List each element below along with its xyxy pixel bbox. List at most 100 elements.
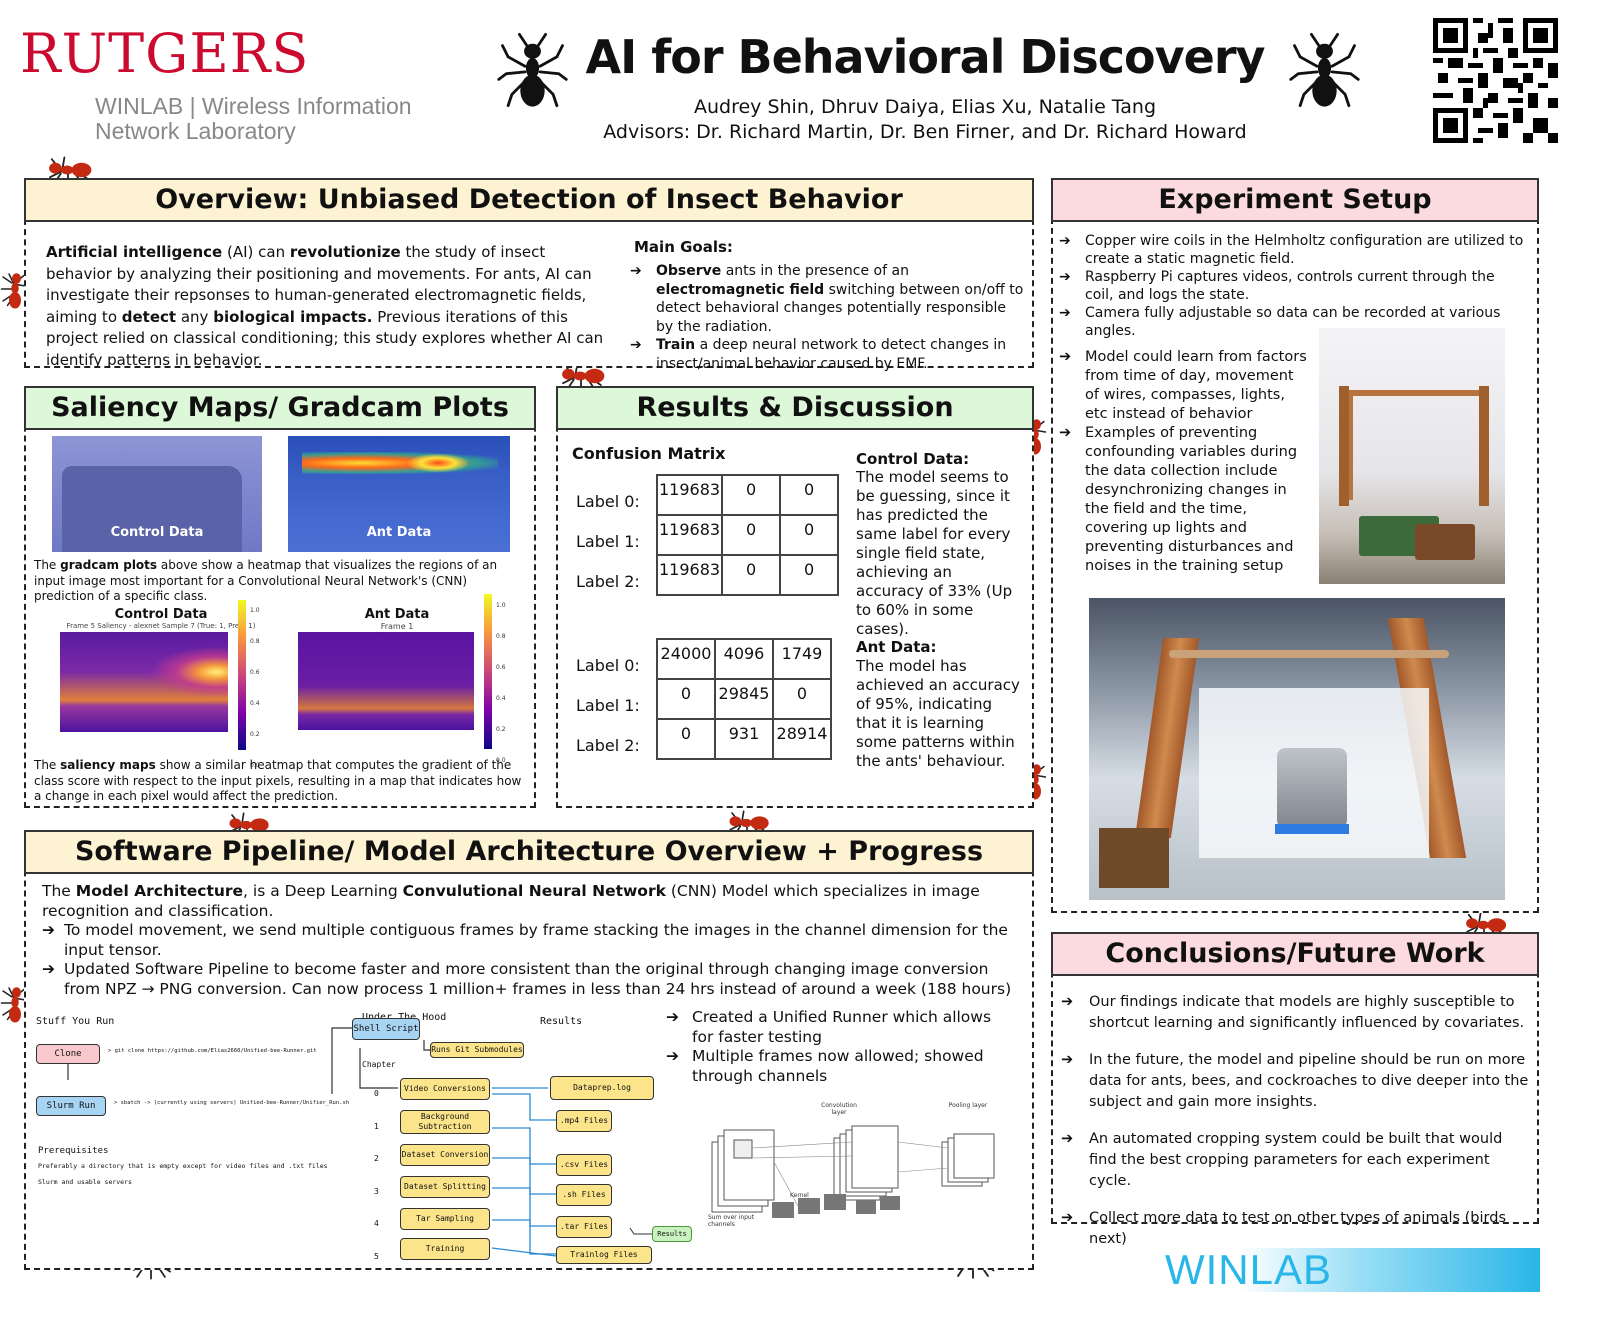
diagram-col-results: Results (540, 1016, 583, 1027)
ant-icon (497, 32, 568, 109)
gradcam-control-image: Control Data (52, 436, 262, 552)
results-panel: Results & Discussion Confusion Matrix La… (556, 386, 1034, 808)
goal-item: Observe ants in the presence of an elect… (630, 262, 1026, 336)
setup-bullet: Raspberry Pi captures videos, controls c… (1059, 268, 1527, 304)
goal-item: Train a deep neural network to detect ch… (630, 336, 1026, 373)
pipeline-diagram: Stuff You Run Under The Hood Results Clo… (30, 1008, 692, 1268)
authors: Audrey Shin, Dhruv Daiya, Elias Xu, Nata… (693, 96, 1157, 118)
pipeline-heading: Software Pipeline/ Model Architecture Ov… (24, 830, 1034, 874)
clone-command: > git clone https://github.com/Elias2660… (108, 1048, 317, 1054)
cnn-kernel-label: Kernel (790, 1192, 809, 1199)
saliency-panel: Saliency Maps/ Gradcam Plots Control Dat… (24, 386, 536, 808)
pipeline-panel: Software Pipeline/ Model Architecture Ov… (24, 830, 1034, 1270)
conclusion-item: An automated cropping system could be bu… (1061, 1129, 1531, 1192)
row-label: Label 1: (576, 532, 640, 551)
setup-bullets-2: Model could learn from factors from time… (1059, 348, 1309, 576)
setup-bullet: Copper wire coils in the Helmholtz confi… (1059, 232, 1527, 268)
control-data-text: The model seems to be guessing, since it… (856, 468, 1013, 638)
output-node: .sh Files (556, 1184, 612, 1206)
ant-data-title: Ant Data: (856, 638, 937, 656)
chapter-label: Chapter (362, 1060, 396, 1069)
lab-name-line1: WINLAB | Wireless Information (95, 93, 412, 119)
colorbar (238, 600, 246, 750)
setup-panel: Experiment Setup Copper wire coils in th… (1051, 178, 1539, 913)
step-node: Background Subtraction (400, 1110, 490, 1134)
poster-title: AI for Behavioral Discovery (585, 30, 1265, 84)
rutgers-logo: RUTGERS (20, 22, 310, 85)
gradcam-caption: The gradcam plots above show a heatmap t… (34, 558, 498, 603)
shell-script-node: Shell Script (352, 1018, 420, 1040)
output-node: Trainlog Files (556, 1246, 652, 1264)
winlab-logo: WINLAB (1165, 1248, 1540, 1292)
pipeline-text: The Model Architecture, is a Deep Learni… (42, 882, 1017, 999)
setup-heading: Experiment Setup (1051, 178, 1539, 222)
qr-code[interactable] (1433, 18, 1558, 143)
saliency-plot-ant (298, 632, 474, 730)
clone-node: Clone (36, 1044, 100, 1064)
pipeline-bullet: Updated Software Pipeline to become fast… (42, 960, 1017, 999)
conclusions-heading: Conclusions/Future Work (1051, 932, 1539, 976)
pipeline-bullet: Multiple frames now allowed; showed thro… (666, 1047, 1016, 1086)
step-node: Training (400, 1238, 490, 1260)
cnn-diagram (711, 1125, 995, 1218)
results-heading: Results & Discussion (556, 386, 1034, 430)
main-goals-list: Observe ants in the presence of an elect… (630, 262, 1026, 373)
plot2-title: Ant Data (364, 607, 430, 622)
diagram-connectors (67, 1027, 652, 1257)
cnn-figure: Convolution layer Pooling layer Kernel S… (702, 1102, 1022, 1262)
plot1-title: Control Data (114, 607, 208, 622)
step-node: Dataset Conversion (400, 1144, 490, 1166)
slurm-command: > sbatch -> (currently using servers) Un… (114, 1100, 350, 1106)
diagram-col-hood: Under The Hood (362, 1012, 447, 1023)
plot1-subtitle: Frame 5 Saliency - alexnet Sample 7 (Tru… (66, 622, 256, 630)
setup-bullet: Model could learn from factors from time… (1059, 348, 1309, 424)
setup-bullet: Examples of preventing confounding varia… (1059, 424, 1309, 576)
setup-bullets: Copper wire coils in the Helmholtz confi… (1059, 232, 1527, 340)
cnn-pool-label: Pooling layer (948, 1102, 988, 1109)
row-label: Label 1: (576, 696, 640, 715)
ant-icon (1289, 32, 1360, 109)
lab-name-line2: Network Laboratory (95, 118, 296, 144)
step-node: Video Conversions (400, 1078, 490, 1100)
setup-photo-2 (1089, 598, 1505, 900)
output-node: .tar Files (556, 1216, 612, 1238)
overview-heading: Overview: Unbiased Detection of Insect B… (24, 178, 1034, 222)
slurm-node: Slurm Run (36, 1096, 106, 1116)
control-data-title: Control Data: (856, 450, 970, 468)
saliency-plot-control (60, 632, 228, 732)
row-label: Label 0: (576, 656, 640, 675)
advisors: Advisors: Dr. Richard Martin, Dr. Ben Fi… (603, 121, 1247, 143)
ant-data-text: The model has achieved an accuracy of 95… (856, 657, 1020, 770)
output-node: .mp4 Files (556, 1110, 612, 1132)
step-node: Tar Sampling (400, 1208, 490, 1230)
saliency-caption: The saliency maps show a similar heatmap… (34, 758, 522, 803)
prereq-title: Prerequisites (38, 1146, 109, 1156)
cnn-conv-label: Convolution layer (821, 1102, 857, 1116)
gradcam-ant-image: Ant Data (288, 436, 510, 552)
submodules-node: Runs Git Submodules (430, 1042, 524, 1058)
row-label: Label 0: (576, 492, 640, 511)
conclusion-item: Our findings indicate that models are hi… (1061, 992, 1531, 1034)
conclusions-panel: Conclusions/Future Work Our findings ind… (1051, 932, 1539, 1247)
row-label: Label 2: (576, 572, 640, 591)
setup-photo-1 (1319, 328, 1505, 584)
conclusions-list: Our findings indicate that models are hi… (1061, 992, 1531, 1250)
step-node: Dataset Splitting (400, 1176, 490, 1198)
colorbar (484, 594, 492, 749)
setup-bullet: Camera fully adjustable so data can be r… (1059, 304, 1527, 340)
overview-text: Artificial intelligence (AI) can revolut… (46, 243, 604, 369)
pipeline-bullet: To model movement, we send multiple cont… (42, 921, 1017, 960)
confusion-matrix-title: Confusion Matrix (572, 444, 726, 463)
plot2-subtitle: Frame 1 (380, 622, 414, 631)
results-node: Results (652, 1226, 692, 1242)
pipeline-right-bullets: Created a Unified Runner which allows fo… (666, 1008, 1016, 1086)
output-node: .csv Files (556, 1154, 612, 1176)
overview-panel: Overview: Unbiased Detection of Insect B… (24, 178, 1034, 372)
pipeline-intro: The Model Architecture, is a Deep Learni… (42, 882, 980, 920)
prereq-item: Preferably a directory that is empty exc… (38, 1162, 328, 1170)
